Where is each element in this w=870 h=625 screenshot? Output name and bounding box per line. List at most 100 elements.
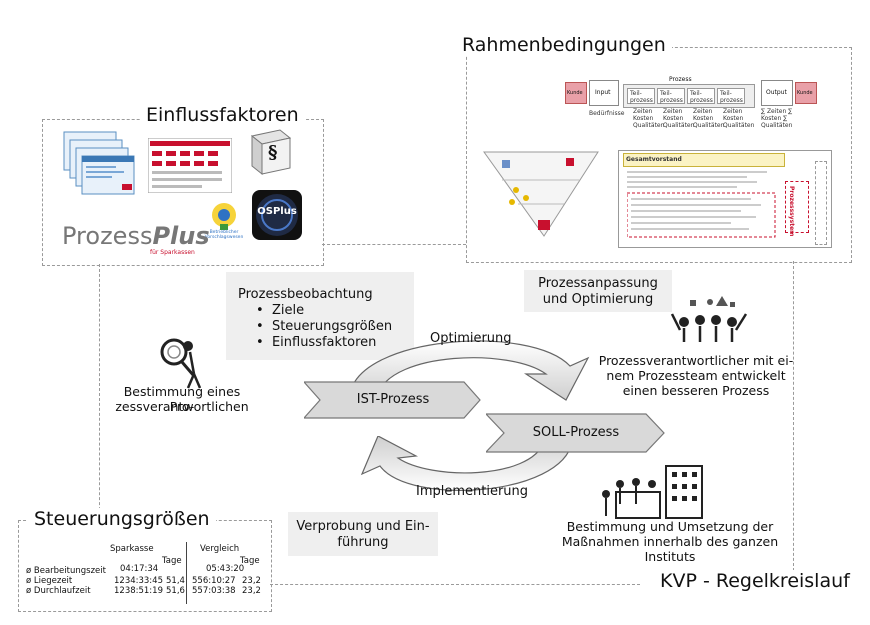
teil-2: Teil-prozess bbox=[657, 88, 685, 104]
bullet-einflussfaktoren: Einflussfaktoren bbox=[271, 335, 377, 350]
teil-1-label: Teil-prozess bbox=[630, 90, 653, 104]
connector-bottom bbox=[270, 584, 640, 585]
title-kvp: KVP - Regelkreislauf bbox=[654, 570, 856, 592]
organisation-diagram: Gesamtvorstand Prozesssystem bbox=[618, 150, 832, 248]
optimierung-label: Optimierung bbox=[430, 331, 512, 346]
magnifier-person-icon bbox=[150, 330, 210, 390]
row-2-vgl-tage: 23,2 bbox=[242, 586, 261, 596]
umsetzung-caption-line2: Maßnahmen innerhalb des ganzen bbox=[561, 534, 779, 549]
prozessbeobachtung-bullet-3: • Einflussfaktoren bbox=[256, 335, 377, 350]
table-divider bbox=[186, 542, 187, 604]
prozessanpassung-line2: und Optimierung bbox=[542, 292, 654, 307]
input-box: Input bbox=[589, 80, 619, 106]
sum-label: ∑ Zeiten ∑ Kosten ∑ Qualitäten bbox=[761, 108, 793, 129]
prozessbeobachtung-bullet-1: • Ziele bbox=[256, 303, 305, 318]
optimierung-arrow bbox=[320, 316, 600, 402]
prozessanpassung-box bbox=[524, 270, 672, 312]
team-celebration-icon bbox=[666, 292, 756, 342]
output-box: Output bbox=[761, 80, 793, 106]
verprobung-line2: führung bbox=[337, 535, 389, 550]
teil-2-label: Teil-prozess bbox=[660, 90, 683, 104]
row-1-label: ø Liegezeit bbox=[26, 576, 73, 586]
funnel-diagram-icon bbox=[482, 150, 600, 240]
implementierung-arrow bbox=[340, 435, 600, 506]
umsetzung-caption-line1: Bestimmung und Umsetzung der bbox=[566, 519, 774, 534]
output-label: Output bbox=[766, 89, 787, 96]
col-vergleich: Vergleich bbox=[200, 544, 240, 554]
kunde-left-box: Kunde bbox=[565, 82, 587, 104]
steuerungsgroessen-table: Sparkasse Vergleich Tage Tage ø Bearbeit… bbox=[24, 540, 264, 606]
soll-prozess-chevron: SOLL-Prozess bbox=[486, 412, 666, 454]
institute-building-icon bbox=[596, 464, 716, 520]
teil-1: Teil-prozess bbox=[627, 88, 655, 104]
prozess-label: Prozess bbox=[669, 76, 692, 83]
gesamtvorstand-label: Gesamtvorstand bbox=[626, 156, 682, 163]
col-sparkasse: Sparkasse bbox=[110, 544, 154, 554]
row-1-spk-tage: 51,4 bbox=[166, 576, 185, 586]
prozesssystem-label: Prozesssystem bbox=[788, 186, 795, 237]
teil-3-label: Teil-prozess bbox=[690, 90, 713, 104]
zeit-label-1: Zeiten Kosten Qualitäten bbox=[633, 108, 665, 129]
title-steuerungsgroessen: Steuerungsgrößen bbox=[28, 508, 216, 530]
prozesssystem-box: Prozesssystem bbox=[785, 181, 809, 237]
paragraph-symbol: § bbox=[268, 142, 278, 163]
ist-prozess-chevron: IST-Prozess bbox=[304, 380, 482, 420]
law-book-icon: § bbox=[246, 128, 294, 176]
bestimmung-caption-line2: zessverantwortlichen bbox=[115, 399, 249, 414]
teil-4-label: Teil-prozess bbox=[720, 90, 743, 104]
betrieblicher-text: Betrieblicher Vorschlagswesen bbox=[204, 230, 244, 240]
row-0-spk: 04:17:34 bbox=[120, 564, 159, 574]
zeit-label-2: Zeiten Kosten Qualitäten bbox=[663, 108, 695, 129]
kunde-left-label: Kunde bbox=[567, 90, 583, 96]
prozessplus-main: Prozess bbox=[62, 222, 153, 250]
row-2-spk: 1238:51:19 bbox=[114, 586, 163, 596]
kunde-right-box: Kunde bbox=[795, 82, 817, 104]
connector-right bbox=[793, 261, 794, 571]
team-caption-line2: nem Prozessteam entwickelt bbox=[606, 368, 786, 383]
col-tage-1: Tage bbox=[162, 556, 182, 566]
bullet-steuerungsgroessen: Steuerungsgrößen bbox=[271, 319, 393, 334]
implementierung-label: Implementierung bbox=[416, 484, 529, 499]
document-stack-icon bbox=[62, 130, 142, 210]
prozessbeobachtung-title: Prozessbeobachtung bbox=[238, 287, 373, 302]
kunde-right-label: Kunde bbox=[797, 90, 813, 96]
title-einflussfaktoren: Einflussfaktoren bbox=[140, 104, 305, 126]
title-rahmenbedingungen: Rahmenbedingungen bbox=[456, 34, 672, 56]
row-0-vgl: 05:43:20 bbox=[206, 564, 245, 574]
prozessplus-logo: ProzessPlus für Sparkassen bbox=[62, 222, 212, 258]
ist-prozess-label: IST-Prozess bbox=[356, 392, 430, 407]
process-map-thumbnail-icon bbox=[147, 137, 233, 194]
prozessplus-sub: für Sparkassen bbox=[150, 249, 195, 256]
gesamtvorstand-box: Gesamtvorstand bbox=[623, 153, 785, 167]
organisation-lines bbox=[626, 171, 777, 241]
teil-3: Teil-prozess bbox=[687, 88, 715, 104]
zeit-label-4: Zeiten Kosten Qualitäten bbox=[723, 108, 755, 129]
verprobung-line1: Verprobung und Ein- bbox=[296, 519, 430, 534]
row-0-label: ø Bearbeitungszeit bbox=[26, 566, 106, 576]
prozessbeobachtung-bullet-2: • Steuerungsgrößen bbox=[256, 319, 393, 334]
input-label: Input bbox=[595, 89, 611, 96]
prozessanpassung-line1: Prozessanpassung bbox=[538, 276, 658, 291]
osplus-logo: OSPlus bbox=[252, 190, 302, 240]
prozessplus-accent: Plus bbox=[152, 222, 210, 250]
side-vertical-bar bbox=[815, 161, 827, 245]
row-2-vgl: 557:03:38 bbox=[192, 586, 236, 596]
teil-4: Teil-prozess bbox=[717, 88, 745, 104]
umsetzung-caption-line3: Instituts bbox=[644, 549, 696, 564]
bestimmung-caption-line1: Bestimmung eines Pro- bbox=[123, 384, 241, 414]
row-2-spk-tage: 51,6 bbox=[166, 586, 185, 596]
osplus-text: OSPlus bbox=[257, 206, 297, 217]
connector-left bbox=[99, 264, 100, 520]
bullet-ziele: Ziele bbox=[271, 303, 305, 318]
row-1-vgl-tage: 23,2 bbox=[242, 576, 261, 586]
row-2-label: ø Durchlaufzeit bbox=[26, 586, 91, 596]
process-flow-diagram: Kunde Input Prozess Teil-prozess Teil-pr… bbox=[565, 76, 845, 136]
soll-prozess-label: SOLL-Prozess bbox=[532, 425, 620, 440]
team-caption-line1: Prozessverantwortlicher mit ei- bbox=[598, 353, 794, 368]
connector-top bbox=[322, 244, 466, 245]
verprobung-box bbox=[288, 512, 438, 556]
betrieblicher-vorschlagswesen-logo: Betrieblicher Vorschlagswesen bbox=[204, 202, 244, 244]
row-1-spk: 1234:33:45 bbox=[114, 576, 163, 586]
col-tage-2: Tage bbox=[240, 556, 260, 566]
row-1-vgl: 556:10:27 bbox=[192, 576, 236, 586]
